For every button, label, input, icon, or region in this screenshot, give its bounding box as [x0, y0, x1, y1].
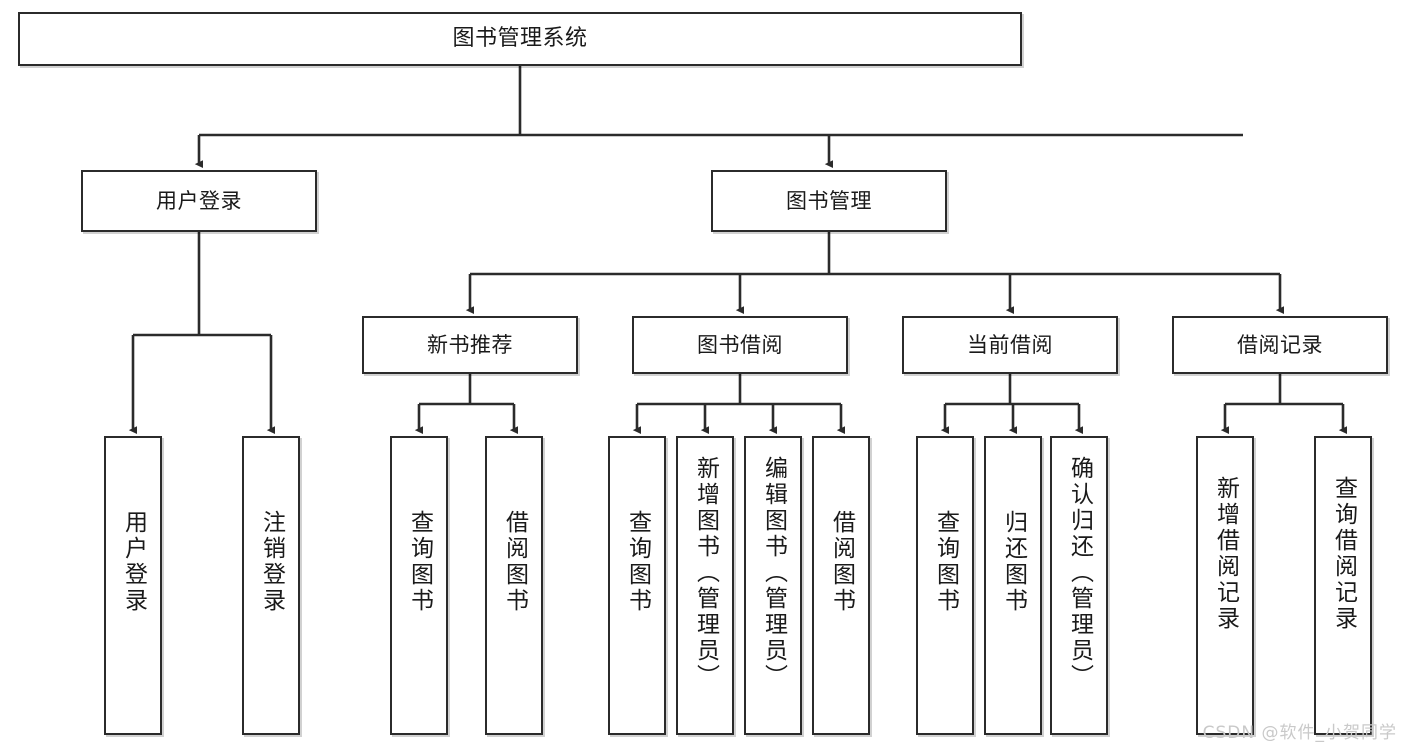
leaf-book-borrow-add[interactable]: 新增图书（管理员） — [676, 436, 734, 735]
node-label: 查询图书 — [624, 510, 651, 614]
node-label: 查询借阅记录 — [1330, 476, 1357, 632]
leaf-book-borrow-edit[interactable]: 编辑图书（管理员） — [744, 436, 802, 735]
leaf-user-login-logout[interactable]: 注销登录 — [242, 436, 300, 735]
leaf-user-login-login[interactable]: 用户登录 — [104, 436, 162, 735]
node-label: 查询图书 — [932, 510, 959, 614]
leaf-current-borrow-return[interactable]: 归还图书 — [984, 436, 1042, 735]
node-label: 注销登录 — [258, 510, 285, 614]
node-book-management[interactable]: 图书管理 — [711, 170, 947, 232]
watermark: CSDN @软件_小贺同学 — [1202, 723, 1397, 743]
node-book-borrow[interactable]: 图书借阅 — [632, 316, 848, 374]
leaf-book-borrow-borrow[interactable]: 借阅图书 — [812, 436, 870, 735]
node-label: 用户登录 — [156, 188, 242, 213]
leaf-current-borrow-confirm-return[interactable]: 确认归还（管理员） — [1050, 436, 1108, 735]
node-label: 确认归还（管理员） — [1066, 456, 1093, 690]
node-label: 新增借阅记录 — [1212, 476, 1239, 632]
leaf-current-borrow-query[interactable]: 查询图书 — [916, 436, 974, 735]
node-user-login[interactable]: 用户登录 — [81, 170, 317, 232]
node-root-library-system[interactable]: 图书管理系统 — [18, 12, 1022, 66]
node-label: 编辑图书（管理员） — [760, 456, 787, 690]
node-new-book-recommend[interactable]: 新书推荐 — [362, 316, 578, 374]
leaf-new-book-borrow[interactable]: 借阅图书 — [485, 436, 543, 735]
leaf-borrow-record-add[interactable]: 新增借阅记录 — [1196, 436, 1254, 735]
leaf-new-book-query[interactable]: 查询图书 — [390, 436, 448, 735]
node-label: 当前借阅 — [967, 332, 1053, 357]
node-current-borrow[interactable]: 当前借阅 — [902, 316, 1118, 374]
node-label: 新书推荐 — [427, 332, 513, 357]
leaf-book-borrow-query[interactable]: 查询图书 — [608, 436, 666, 735]
node-label: 查询图书 — [406, 510, 433, 614]
node-label: 借阅图书 — [501, 510, 528, 614]
node-label: 借阅记录 — [1237, 332, 1323, 357]
node-label: 图书借阅 — [697, 332, 783, 357]
leaf-borrow-record-query[interactable]: 查询借阅记录 — [1314, 436, 1372, 735]
node-label: 图书管理 — [786, 188, 872, 213]
node-label: 归还图书 — [1000, 510, 1027, 614]
node-label: 图书管理系统 — [452, 26, 588, 52]
node-label: 借阅图书 — [828, 510, 855, 614]
node-borrow-record[interactable]: 借阅记录 — [1172, 316, 1388, 374]
node-label: 新增图书（管理员） — [692, 456, 719, 690]
node-label: 用户登录 — [120, 510, 147, 614]
